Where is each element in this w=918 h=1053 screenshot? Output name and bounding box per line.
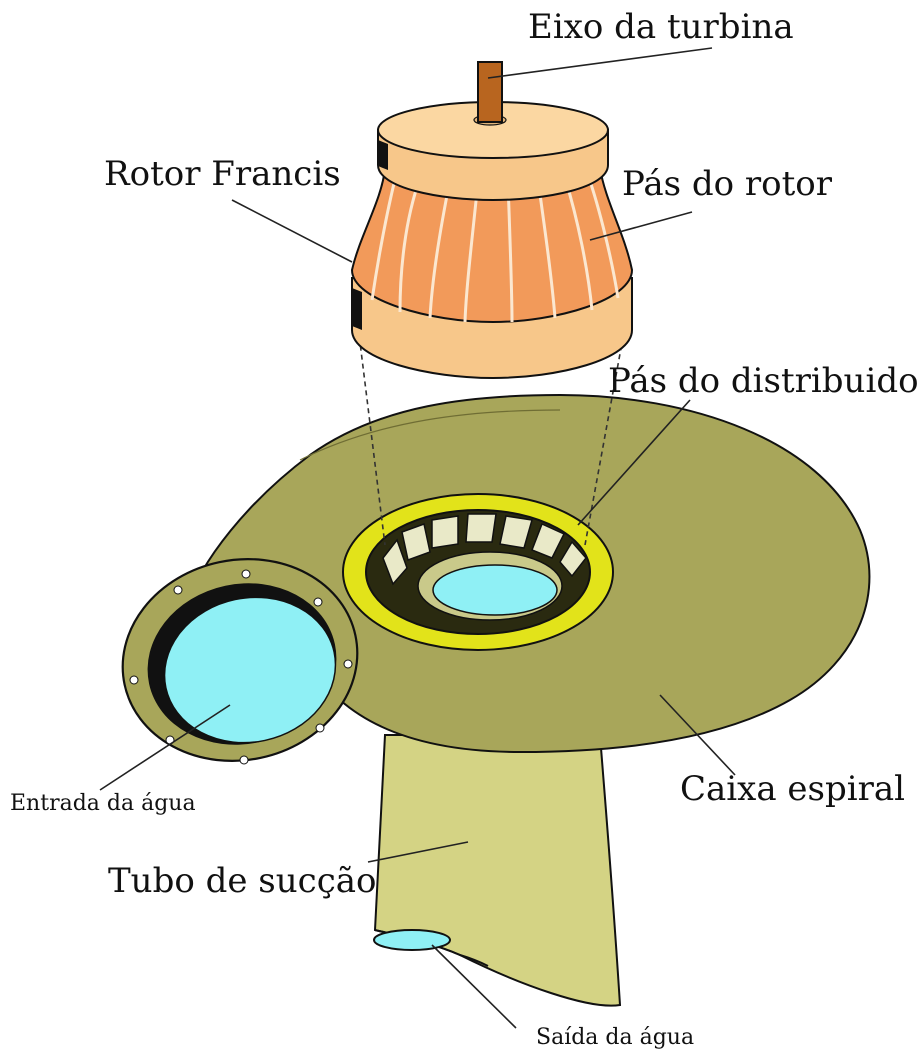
water-outlet-label: Saída da água <box>536 1025 694 1050</box>
outlet-water <box>432 564 558 616</box>
shaft-top <box>477 61 503 123</box>
francis-runner <box>350 101 634 380</box>
guide-vanes-label: Pás do distribuidor <box>608 361 918 401</box>
spiral-case-leader <box>659 694 736 776</box>
draft-tube-leader <box>367 841 469 863</box>
leader-lines <box>99 47 736 1029</box>
water-inlet-flange <box>121 558 359 765</box>
runner-label: Rotor Francis <box>104 154 341 194</box>
water-inlet-leader <box>99 704 231 791</box>
water-outlet-leader <box>431 944 517 1029</box>
guide-vanes-leader <box>577 399 691 526</box>
draft-tube-outlet <box>373 929 451 951</box>
shaft-label: Eixo da turbina <box>528 7 794 47</box>
runner-blades-leader <box>589 211 693 241</box>
spiral-case-label: Caixa espiral <box>680 769 905 809</box>
draft-tube-label: Tubo de sucção <box>108 861 376 901</box>
guide-vanes <box>382 513 587 586</box>
inlet-water <box>163 596 337 744</box>
runner-blades-label: Pás do rotor <box>622 164 833 204</box>
water-inlet-label: Entrada da água <box>10 791 196 816</box>
shaft-leader <box>487 47 713 79</box>
runner-leader <box>231 199 353 263</box>
draft-tube <box>373 734 622 1007</box>
